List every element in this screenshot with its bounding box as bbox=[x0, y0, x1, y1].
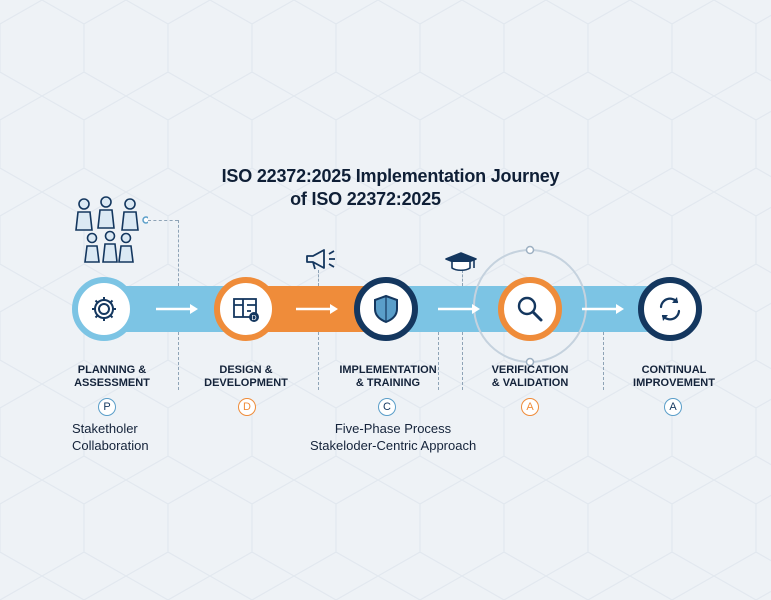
phase-badge-implementation: C bbox=[378, 398, 396, 416]
gear-icon bbox=[92, 297, 116, 321]
blueprint-icon: D bbox=[233, 298, 259, 322]
process-note: Five-Phase Process Stakeloder-Centric Ap… bbox=[310, 421, 477, 453]
connector-people-vertical bbox=[178, 220, 179, 286]
page-subtitle: of ISO 22372:2025 bbox=[290, 189, 441, 209]
phase-label-planning: PLANNING & ASSESSMENT bbox=[74, 364, 150, 389]
people-group-icon bbox=[75, 196, 148, 263]
connector-design-down bbox=[318, 332, 319, 390]
megaphone-icon bbox=[306, 249, 335, 270]
phase-label-implementation: IMPLEMENTATION & TRAINING bbox=[339, 364, 437, 389]
svg-text:D: D bbox=[251, 315, 256, 322]
phase-node-design[interactable]: D bbox=[214, 277, 278, 341]
phase-label-improvement: CONTINUAL IMPROVEMENT bbox=[633, 364, 715, 389]
page-title: ISO 22372:2025 Implementation Journey bbox=[221, 166, 560, 186]
phase-node-implementation[interactable] bbox=[354, 277, 418, 341]
arrow-right-icon bbox=[296, 304, 338, 314]
connector-megaphone bbox=[318, 270, 319, 286]
connector-planning-down bbox=[178, 332, 179, 390]
phase-badge-design: D bbox=[238, 398, 256, 416]
shield-icon bbox=[374, 294, 398, 324]
phase-badge-verification: A bbox=[521, 398, 539, 416]
phase-label-design: DESIGN & DEVELOPMENT bbox=[204, 364, 288, 389]
phase-node-improvement[interactable] bbox=[638, 277, 702, 341]
connector-verif-down bbox=[462, 332, 463, 390]
arrow-right-icon bbox=[438, 304, 480, 314]
phase-node-planning[interactable] bbox=[72, 277, 136, 341]
phase-badge-planning: P bbox=[98, 398, 116, 416]
stakeholder-note: Staketholer Collaboration bbox=[72, 421, 149, 453]
phase-label-verification: VERIFICATION & VALIDATION bbox=[491, 364, 569, 389]
phase-badge-improvement: A bbox=[664, 398, 682, 416]
cycle-icon bbox=[659, 297, 681, 321]
phase-node-verification[interactable] bbox=[498, 277, 562, 341]
arrow-right-icon bbox=[582, 304, 624, 314]
connector-verif-right bbox=[603, 332, 604, 390]
magnifier-icon bbox=[517, 296, 543, 322]
graduation-cap-icon bbox=[445, 252, 477, 272]
connector-people bbox=[148, 220, 178, 221]
arrow-right-icon bbox=[156, 304, 198, 314]
connector-impl-down bbox=[438, 332, 439, 390]
connector-cap bbox=[462, 270, 463, 286]
